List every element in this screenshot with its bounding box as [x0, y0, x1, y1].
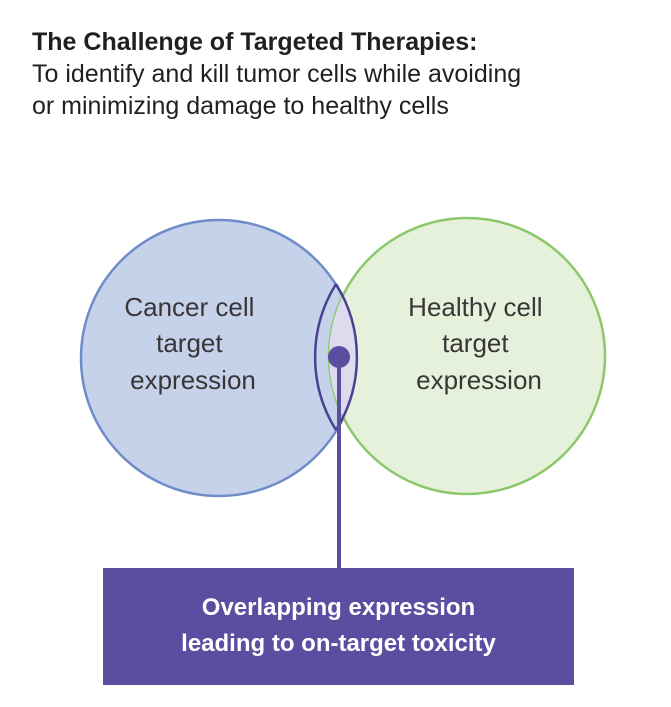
healthy-label-line-3: expression	[416, 365, 542, 395]
diagram-subtitle-line-2: or minimizing damage to healthy cells	[32, 92, 449, 120]
diagram-title: The Challenge of Targeted Therapies:	[32, 28, 478, 56]
diagram-heading: The Challenge of Targeted Therapies: To …	[32, 26, 662, 122]
overlap-marker-dot	[328, 346, 350, 368]
cancer-label-line-2: target	[156, 328, 223, 358]
callout-line-1: Overlapping expression	[201, 594, 476, 621]
callout-box: Overlapping expression leading to on-tar…	[103, 568, 574, 685]
overlap-edge-right	[334, 283, 359, 431]
healthy-label-line-2: target	[442, 328, 509, 358]
cancer-label-line-1: Cancer cell	[124, 292, 254, 322]
healthy-label-line-1: Healthy cell	[408, 292, 542, 322]
healthy-cell-label: Healthy cell target expression	[408, 292, 550, 395]
cancer-cell-label: Cancer cell target expression	[124, 292, 261, 395]
overlap-edge-left	[313, 283, 338, 431]
callout-line-2: leading to on-target toxicity	[181, 630, 496, 657]
cancer-label-line-3: expression	[130, 365, 256, 395]
diagram-subtitle-line-1: To identify and kill tumor cells while a…	[32, 60, 522, 88]
